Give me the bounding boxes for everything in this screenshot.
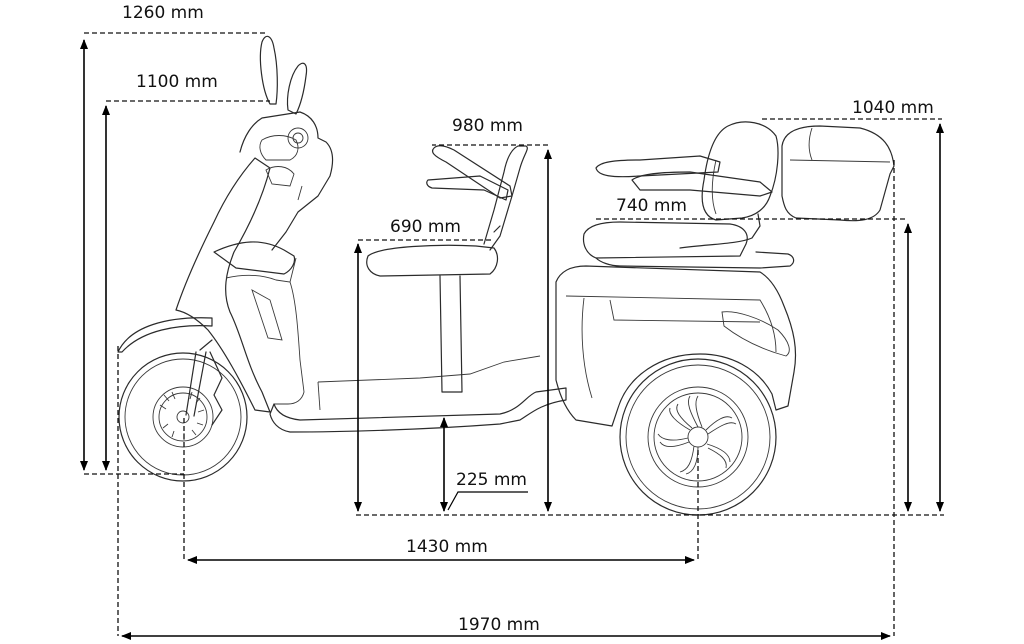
front-fender [117,317,213,353]
front-body [175,157,271,413]
mirror-left [259,35,278,105]
front-seat [366,145,528,393]
label-overall-length: 1970 mm [458,615,540,635]
steering-column [239,111,334,251]
label-seat-height: 690 mm [390,217,461,237]
floorboard [269,387,567,433]
label-rear-seat-height: 740 mm [616,196,687,216]
label-backrest-height: 980 mm [452,116,523,136]
mirror-right [286,62,308,115]
scooter-drawing [117,35,895,516]
label-overall-height: 1260 mm [122,3,204,23]
label-wheelbase: 1430 mm [406,537,488,557]
label-ground-clearance: 225 mm [456,470,527,490]
label-handlebar-height: 1100 mm [136,72,218,92]
front-fork [185,339,223,426]
front-wheel [118,352,248,482]
top-box [781,125,895,222]
dimension-lines [80,32,944,640]
rear-body [555,265,797,427]
label-rear-top-height: 1040 mm [852,98,934,118]
rear-seat [582,121,795,269]
